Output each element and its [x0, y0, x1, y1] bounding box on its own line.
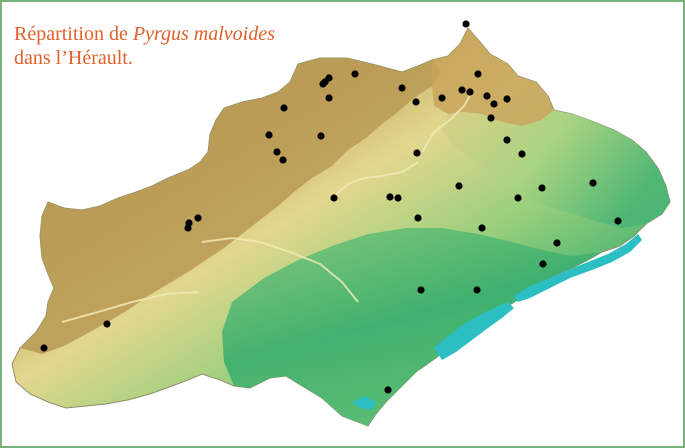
- coastal-lagoon-south: [352, 396, 376, 410]
- observation-dot: [273, 148, 281, 156]
- observation-dot: [317, 132, 325, 140]
- northeast-plateau: [432, 28, 554, 126]
- observation-dot: [473, 286, 481, 294]
- observation-dot: [40, 344, 48, 352]
- observation-dot: [386, 193, 394, 201]
- observation-dot: [438, 94, 446, 102]
- observation-dot: [539, 260, 547, 268]
- observation-dot: [503, 136, 511, 144]
- observation-dot: [514, 194, 522, 202]
- caption-suffix: dans l’Hérault.: [14, 47, 133, 69]
- observation-dot: [538, 184, 546, 192]
- coastal-lagoon-east: [514, 234, 642, 302]
- observation-dot: [194, 214, 202, 222]
- observation-dot: [265, 131, 273, 139]
- observation-dot: [279, 156, 287, 164]
- observation-dots: [40, 20, 622, 394]
- eastern-hills: [442, 110, 670, 228]
- observation-dot: [319, 80, 327, 88]
- caption-species: Pyrgus malvoides: [132, 23, 275, 45]
- observation-dot: [417, 286, 425, 294]
- observation-dot: [413, 149, 421, 157]
- observation-dot: [398, 84, 406, 92]
- observation-dot: [330, 194, 338, 202]
- observation-dot: [455, 182, 463, 190]
- observation-dot: [474, 70, 482, 78]
- observation-dot: [466, 88, 474, 96]
- observation-dot: [458, 86, 466, 94]
- observation-dot: [478, 224, 486, 232]
- observation-dot: [487, 114, 495, 122]
- observation-dot: [553, 239, 561, 247]
- observation-dot: [483, 92, 491, 100]
- observation-dot: [412, 98, 420, 106]
- observation-dot: [614, 217, 622, 225]
- observation-dot: [325, 94, 333, 102]
- caption-prefix: Répartition de: [14, 23, 133, 45]
- observation-dot: [394, 194, 402, 202]
- observation-dot: [325, 74, 333, 82]
- observation-dot: [351, 70, 359, 78]
- observation-dot: [280, 104, 288, 112]
- highland-zone: [20, 58, 442, 354]
- observation-dot: [384, 386, 392, 394]
- observation-dot: [490, 100, 498, 108]
- southern-lowlands: [222, 228, 602, 426]
- observation-dot: [518, 150, 526, 158]
- observation-dot: [589, 179, 597, 187]
- map-caption: Répartition de Pyrgus malvoides dans l’H…: [14, 22, 275, 70]
- observation-dot: [184, 224, 192, 232]
- observation-dot: [414, 214, 422, 222]
- river-valleys: [61, 91, 473, 323]
- observation-dot: [462, 20, 470, 28]
- coastal-lagoon-thau: [434, 302, 514, 360]
- observation-dot: [503, 95, 511, 103]
- observation-dot: [103, 320, 111, 328]
